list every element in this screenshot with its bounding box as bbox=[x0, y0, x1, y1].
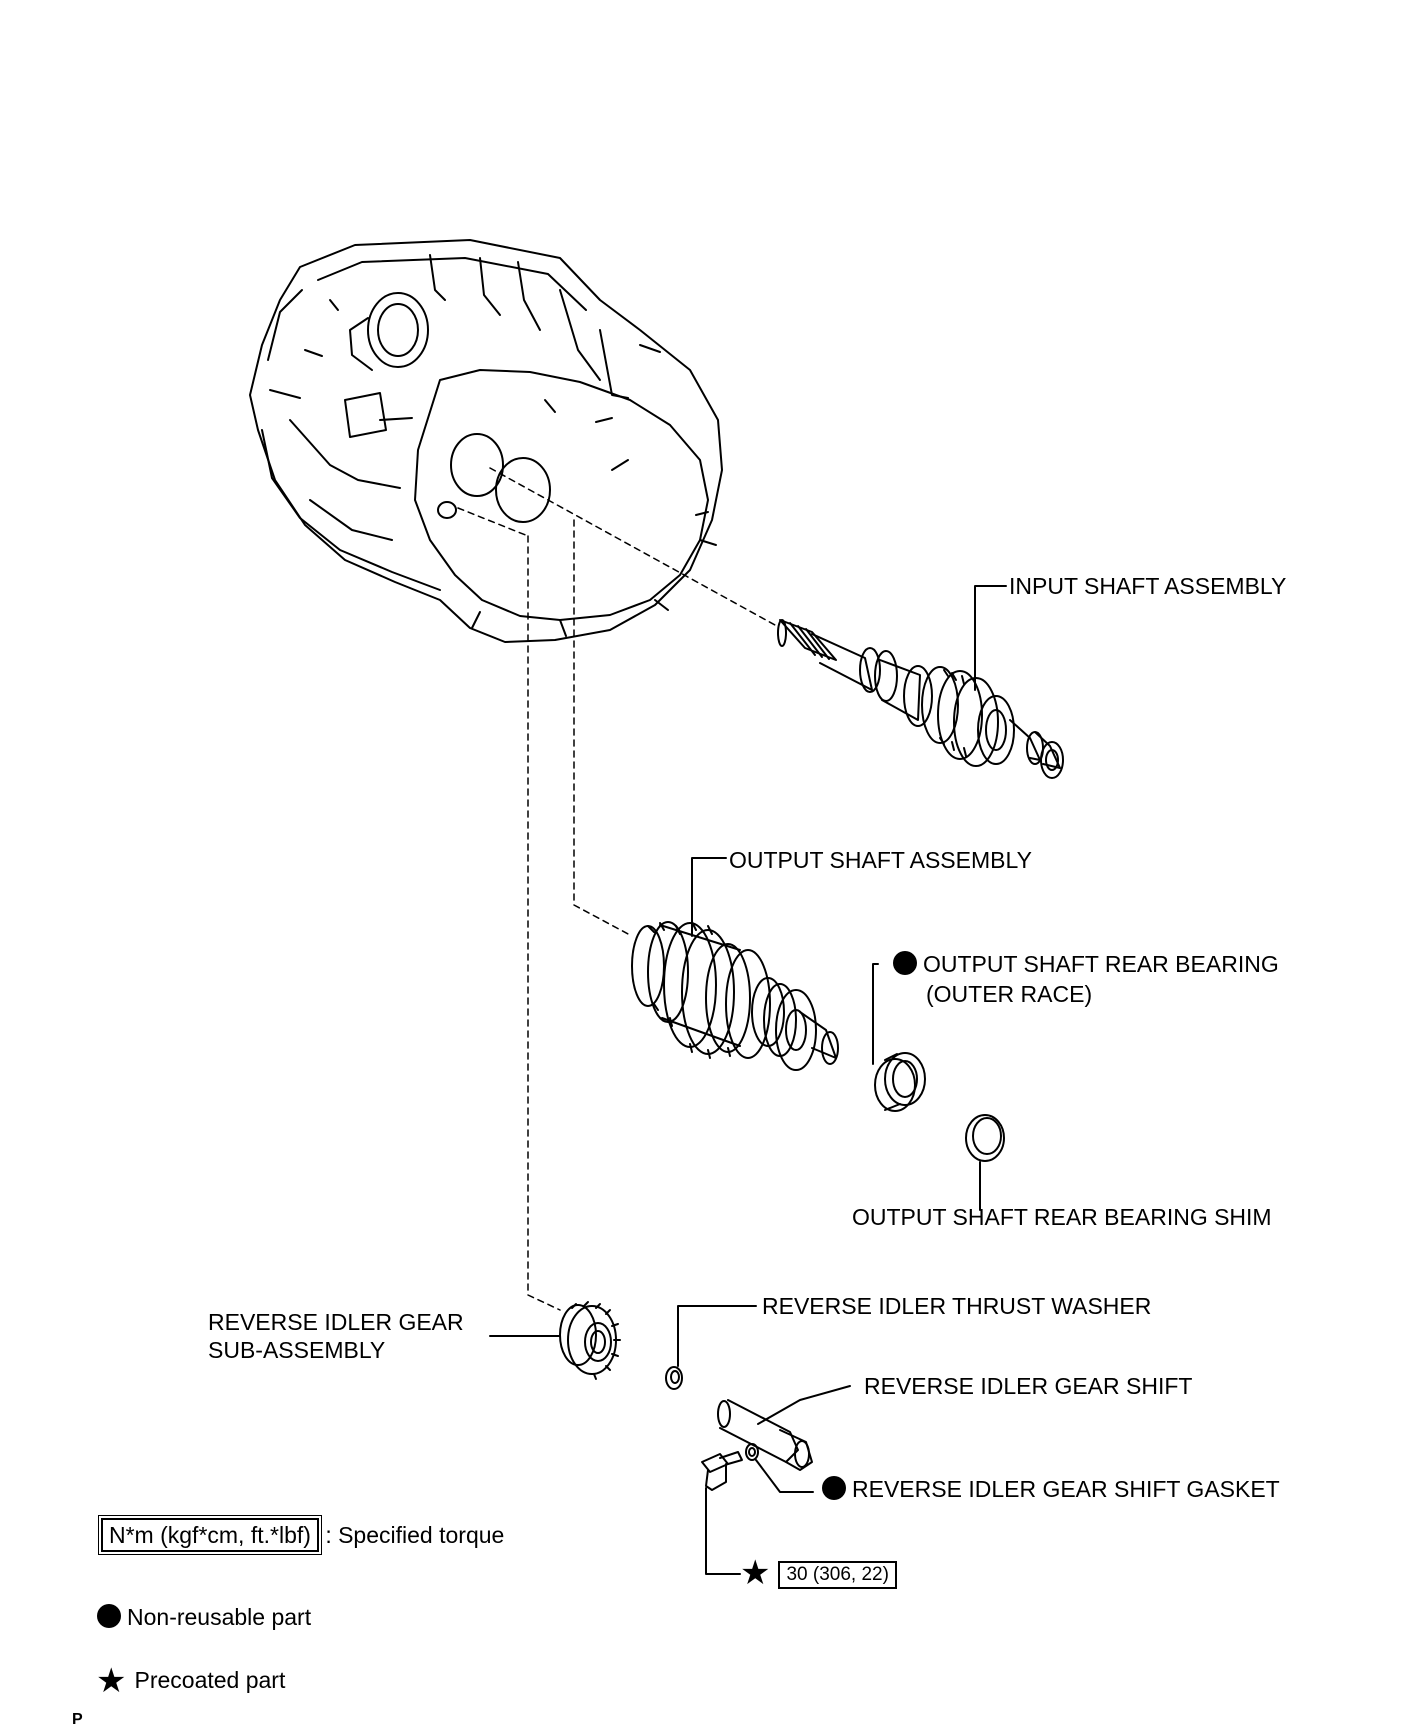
output-shaft-assembly bbox=[631, 921, 839, 1071]
idler-shift-bolt bbox=[701, 1451, 743, 1491]
legend-precoated: ★ Precoated part bbox=[96, 1662, 286, 1700]
label-output-shaft-assembly: OUTPUT SHAFT ASSEMBLY bbox=[729, 847, 1032, 873]
label-reverse-idler-thrust-washer: REVERSE IDLER THRUST WASHER bbox=[762, 1293, 1152, 1319]
label-input-shaft-assembly: INPUT SHAFT ASSEMBLY bbox=[1009, 573, 1287, 599]
non-reusable-icon bbox=[822, 1476, 846, 1500]
assembly-center-lines bbox=[457, 467, 776, 1311]
legend-torque-unit: N*m (kgf*cm, ft.*lbf) bbox=[98, 1515, 322, 1555]
filled-circle-icon bbox=[97, 1604, 121, 1628]
legend-torque: N*m (kgf*cm, ft.*lbf) : Specified torque bbox=[98, 1515, 505, 1555]
star-icon: ★ bbox=[96, 1662, 127, 1700]
shift-gasket bbox=[745, 1443, 759, 1461]
legend-precoated-text: Precoated part bbox=[134, 1667, 286, 1693]
thrust-washer bbox=[665, 1366, 683, 1390]
label-rear-bearing-line1: OUTPUT SHAFT REAR BEARING bbox=[923, 951, 1279, 977]
label-reverse-idler-gear-line1: REVERSE IDLER GEAR bbox=[208, 1309, 464, 1335]
legend-non-reusable-text: Non-reusable part bbox=[127, 1604, 312, 1630]
reverse-idler-gear bbox=[559, 1301, 621, 1380]
non-reusable-icon bbox=[893, 951, 917, 975]
label-shift-gasket-text: REVERSE IDLER GEAR SHIFT GASKET bbox=[852, 1476, 1280, 1502]
transmission-case bbox=[249, 239, 723, 643]
legend-non-reusable: Non-reusable part bbox=[97, 1603, 311, 1631]
rear-bearing-shim bbox=[965, 1114, 1005, 1162]
label-output-shaft-rear-bearing-shim: OUTPUT SHAFT REAR BEARING SHIM bbox=[852, 1204, 1272, 1230]
rear-bearing-outer-race bbox=[874, 1052, 926, 1112]
idler-gear-shift bbox=[717, 1399, 813, 1471]
footer-code: P bbox=[72, 1711, 83, 1728]
legend-torque-desc: : Specified torque bbox=[325, 1522, 505, 1548]
input-shaft-assembly bbox=[777, 619, 1064, 779]
bolt-torque-callout: ★30 (306, 22) bbox=[740, 1554, 897, 1592]
leader-lines bbox=[489, 585, 1007, 1575]
label-reverse-idler-gear-shift: REVERSE IDLER GEAR SHIFT bbox=[864, 1373, 1193, 1399]
label-reverse-idler-gear-line2: SUB-ASSEMBLY bbox=[208, 1337, 386, 1363]
label-reverse-idler-gear-shift-gasket: REVERSE IDLER GEAR SHIFT GASKET bbox=[822, 1475, 1280, 1503]
precoated-star-icon: ★ bbox=[740, 1554, 771, 1592]
label-rear-bearing-line2: (OUTER RACE) bbox=[926, 981, 1093, 1007]
bolt-torque-value: 30 (306, 22) bbox=[778, 1561, 897, 1589]
label-output-shaft-rear-bearing: OUTPUT SHAFT REAR BEARING bbox=[893, 950, 1279, 978]
